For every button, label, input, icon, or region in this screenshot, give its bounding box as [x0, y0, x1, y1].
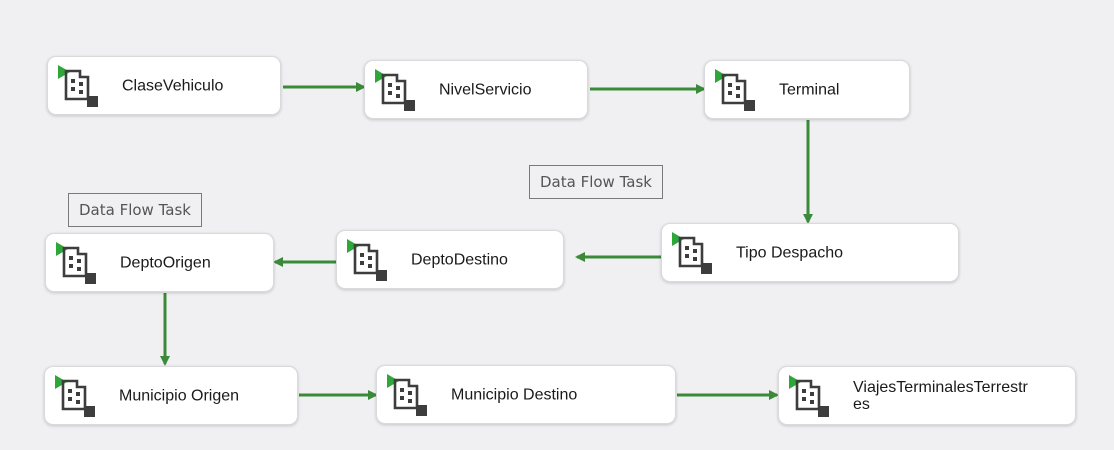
data-flow-task-icon	[54, 240, 102, 286]
task-terminal[interactable]: Terminal	[704, 60, 910, 119]
task-label: Terminal	[779, 81, 840, 98]
task-label: DeptoDestino	[411, 251, 508, 268]
task-label: ViajesTerminalesTerrestres	[853, 378, 1028, 413]
task-nivel-servicio[interactable]: NivelServicio	[364, 60, 588, 119]
data-flow-task-icon	[373, 67, 421, 113]
data-flow-task-icon	[345, 237, 393, 283]
annotation-text: Data Flow Task	[540, 173, 652, 191]
task-municipio-origen[interactable]: Municipio Origen	[44, 366, 298, 425]
task-municipio-destino[interactable]: Municipio Destino	[376, 365, 676, 424]
data-flow-task-icon	[713, 67, 761, 113]
task-clase-vehiculo[interactable]: ClaseVehiculo	[47, 56, 281, 115]
data-flow-task-icon	[53, 373, 101, 419]
task-label: NivelServicio	[439, 81, 532, 98]
data-flow-task-icon	[787, 373, 835, 419]
annotation-text: Data Flow Task	[79, 201, 191, 219]
task-label: ClaseVehiculo	[122, 77, 224, 94]
task-tipo-despacho[interactable]: Tipo Despacho	[661, 223, 959, 282]
task-viajes-terminales-terrestres[interactable]: ViajesTerminalesTerrestres	[778, 366, 1076, 425]
data-flow-task-icon	[385, 372, 433, 418]
task-depto-origen[interactable]: DeptoOrigen	[45, 233, 274, 292]
annotation-data-flow-task[interactable]: Data Flow Task	[529, 165, 663, 199]
task-label: Municipio Origen	[119, 387, 240, 404]
task-label: DeptoOrigen	[120, 254, 211, 271]
task-label: Tipo Despacho	[736, 244, 844, 261]
task-depto-destino[interactable]: DeptoDestino	[336, 230, 564, 289]
data-flow-task-icon	[56, 63, 104, 109]
task-label: Municipio Destino	[451, 386, 578, 403]
data-flow-task-icon	[670, 230, 718, 276]
annotation-data-flow-task[interactable]: Data Flow Task	[68, 193, 202, 227]
